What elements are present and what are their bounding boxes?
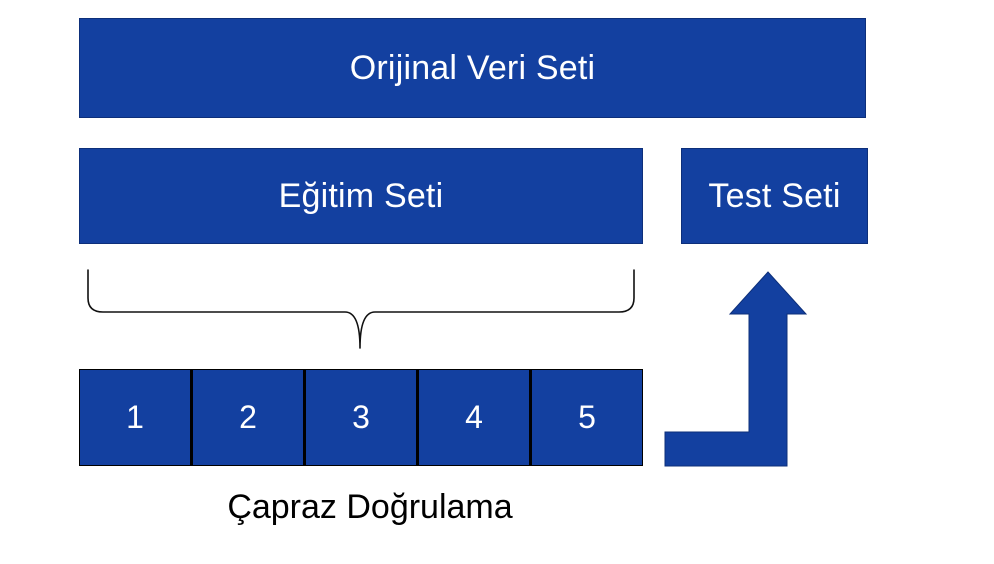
fold-5-label: 5 bbox=[578, 399, 596, 435]
original-data-set-label: Orijinal Veri Seti bbox=[349, 48, 596, 87]
fold-2: 2 bbox=[193, 370, 306, 465]
test-set-label: Test Seti bbox=[708, 176, 841, 215]
training-set-label: Eğitim Seti bbox=[278, 176, 444, 215]
up-arrow-icon bbox=[664, 271, 808, 467]
fold-3-label: 3 bbox=[352, 399, 370, 435]
cross-validation-label: Çapraz Doğrulama bbox=[227, 488, 513, 526]
fold-5: 5 bbox=[532, 370, 642, 465]
fold-2-label: 2 bbox=[239, 399, 257, 435]
curly-brace-icon bbox=[87, 269, 635, 349]
cross-validation-folds: 1 2 3 4 5 bbox=[79, 369, 643, 466]
original-data-set-block: Orijinal Veri Seti bbox=[79, 18, 866, 118]
training-set-block: Eğitim Seti bbox=[79, 148, 643, 244]
fold-3: 3 bbox=[306, 370, 419, 465]
fold-4-label: 4 bbox=[465, 399, 483, 435]
fold-1-label: 1 bbox=[126, 399, 144, 435]
fold-1: 1 bbox=[80, 370, 193, 465]
test-set-block: Test Seti bbox=[681, 148, 868, 244]
fold-4: 4 bbox=[419, 370, 532, 465]
